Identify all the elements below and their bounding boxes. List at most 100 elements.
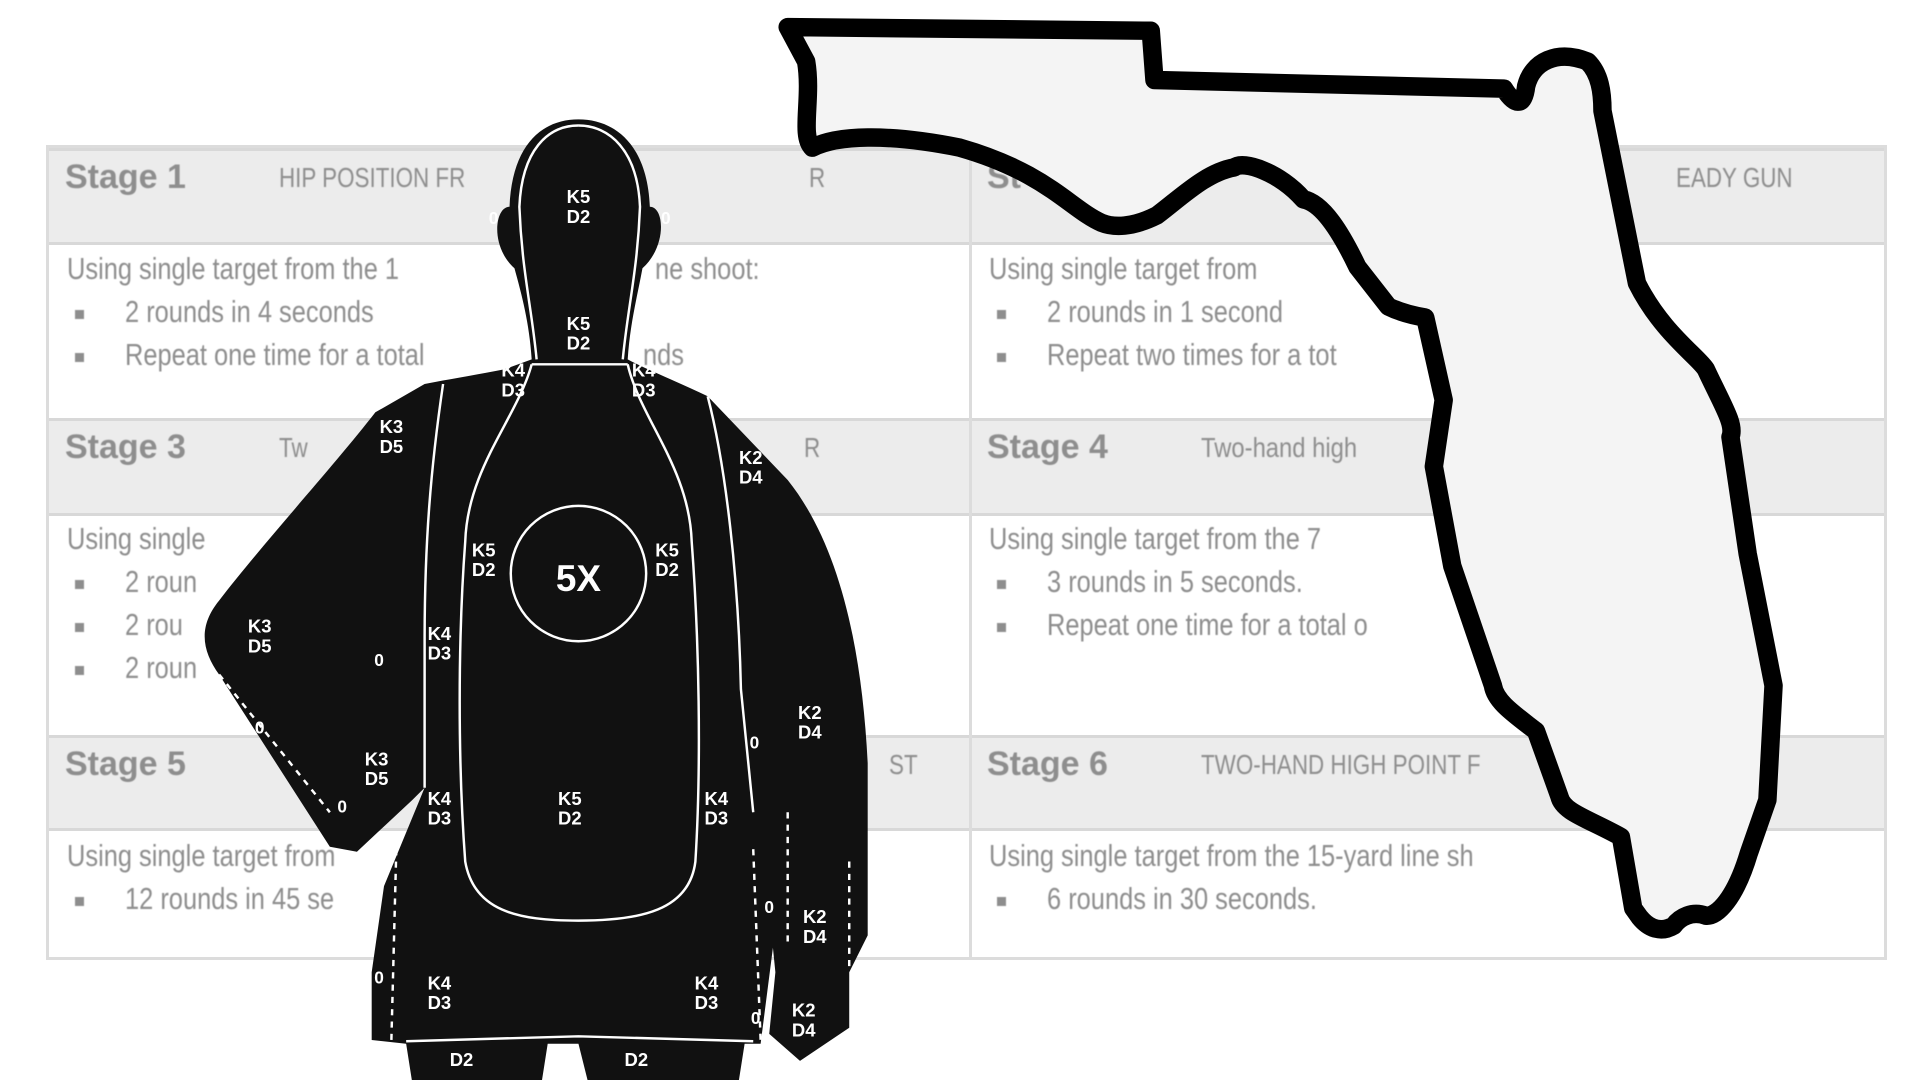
zone-k-value: K3 — [380, 416, 404, 437]
zone-k-value: K2 — [739, 447, 763, 468]
zone-k-value: K5 — [472, 539, 496, 560]
head-zone-line — [518, 124, 579, 360]
zone-d-value: D3 — [428, 643, 452, 664]
zone-k-value: K3 — [248, 616, 272, 637]
stage-3-subtitle-end: R — [804, 432, 821, 463]
zone-k-value: K4 — [428, 973, 452, 994]
stage-6-item-1: 6 rounds in 30 seconds. — [1047, 881, 1317, 916]
head-zone-line-right — [578, 124, 642, 360]
zero-zone-label: 0 — [489, 208, 499, 228]
right-shoulder-line — [706, 395, 755, 813]
stage-4-intro: Using single target from the 7 — [989, 521, 1322, 556]
stage-4-title: Stage 4 — [987, 428, 1108, 466]
bullet-icon — [997, 897, 1006, 906]
zone-d-value: D5 — [365, 768, 389, 789]
zone-d-value: D4 — [739, 467, 763, 488]
zero-zone-label: 0 — [750, 732, 760, 752]
bullet-icon — [75, 623, 84, 632]
column-divider — [969, 148, 972, 957]
zone-d-value: D2 — [655, 559, 679, 580]
right-arm-dotted-line — [786, 812, 851, 973]
stage-6-subtitle: TWO-HAND HIGH POINT F — [1201, 749, 1481, 780]
zone-d-value: D5 — [380, 436, 404, 457]
zone-d-value: D3 — [428, 808, 452, 829]
zone-k-value: K5 — [655, 539, 679, 560]
stage-1-subtitle: HIP POSITION FR — [279, 162, 466, 193]
zone-d-value: D3 — [428, 992, 452, 1013]
zone-d-value: D2 — [567, 206, 591, 227]
zone-k-value: K2 — [798, 702, 822, 723]
zero-zone-label: 0 — [764, 897, 774, 917]
zone-d-value: D2 — [558, 808, 582, 829]
bullet-icon — [75, 666, 84, 675]
zero-zone-label: 0 — [374, 967, 384, 987]
zone-k-value: K2 — [803, 906, 827, 927]
zone-d-value: D3 — [632, 379, 656, 400]
stage-5-title: Stage 5 — [65, 745, 186, 783]
bullet-icon — [75, 897, 84, 906]
zone-k-value: K2 — [792, 1000, 816, 1021]
bullet-icon — [75, 353, 84, 362]
zone-d-value: D4 — [803, 926, 827, 947]
center-mass-oval — [458, 363, 701, 922]
stage-1-item-1: 2 rounds in 4 seconds — [125, 294, 374, 329]
zero-zone-label: 0 — [374, 650, 384, 670]
stage-5-item-1: 12 rounds in 45 se — [125, 881, 335, 916]
bullet-icon — [75, 310, 84, 319]
zone-k-value: K5 — [558, 788, 582, 809]
zone-k-value: K5 — [567, 186, 591, 207]
stage-1-item-2-end: nds — [643, 337, 684, 372]
zone-d-value: D4 — [792, 1019, 816, 1040]
stage-4-subtitle: Two-hand high — [1201, 432, 1358, 463]
leg-zone-label: D2 — [450, 1049, 474, 1070]
stage-1-intro-end: ne shoot: — [655, 251, 760, 286]
zone-k-value: K4 — [501, 360, 525, 381]
bullet-icon — [997, 310, 1006, 319]
zone-d-value: D2 — [567, 333, 591, 354]
x-ring-label: 5X — [556, 558, 602, 599]
stage-1-subtitle-end: R — [809, 162, 826, 193]
left-shoulder-line — [423, 383, 445, 788]
stage-2-subtitle-end: EADY GUN — [1676, 162, 1793, 193]
zero-zone-label: 0 — [751, 1008, 761, 1028]
stage-1-title: Stage 1 — [65, 158, 186, 196]
leg-zone-label: D2 — [625, 1049, 649, 1070]
zone-k-value: K4 — [695, 973, 719, 994]
x-ring — [509, 504, 648, 643]
stage-2-item-1: 2 rounds in 1 second — [1047, 294, 1284, 329]
stage-3-intro: Using single — [67, 521, 206, 556]
zone-k-value: K5 — [567, 313, 591, 334]
bullet-icon — [75, 580, 84, 589]
stage-3-item-3: 2 roun — [125, 650, 198, 685]
stage-6-intro: Using single target from the 15-yard lin… — [989, 838, 1474, 873]
stage-3-subtitle: Tw — [279, 432, 308, 463]
stage-4-item-1: 3 rounds in 5 seconds. — [1047, 564, 1303, 599]
bullet-icon — [997, 353, 1006, 362]
zone-d-value: D5 — [248, 635, 272, 656]
stage-3-item-2: 2 rou — [125, 607, 183, 642]
stage-2-item-2: Repeat two times for a tot — [1047, 337, 1337, 372]
stage-6-title: Stage 6 — [987, 745, 1108, 783]
stage-2-intro: Using single target from — [989, 251, 1258, 286]
zone-k-value: K4 — [705, 788, 729, 809]
stage-4-item-2: Repeat one time for a total o — [1047, 607, 1368, 642]
stage-5-subtitle-end: ST — [889, 749, 918, 780]
